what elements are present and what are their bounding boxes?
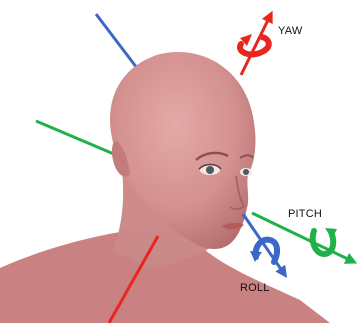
roll-axis-back: [96, 14, 140, 72]
pitch-label: PITCH: [288, 208, 322, 220]
yaw-label: YAW: [278, 25, 302, 37]
right-iris: [243, 169, 249, 175]
yaw-rotation-icon: [240, 34, 269, 54]
roll-rotation-icon: [250, 240, 277, 262]
pitch-rotation-icon: [313, 228, 337, 254]
roll-label: ROLL: [240, 282, 270, 294]
left-iris: [206, 166, 214, 174]
